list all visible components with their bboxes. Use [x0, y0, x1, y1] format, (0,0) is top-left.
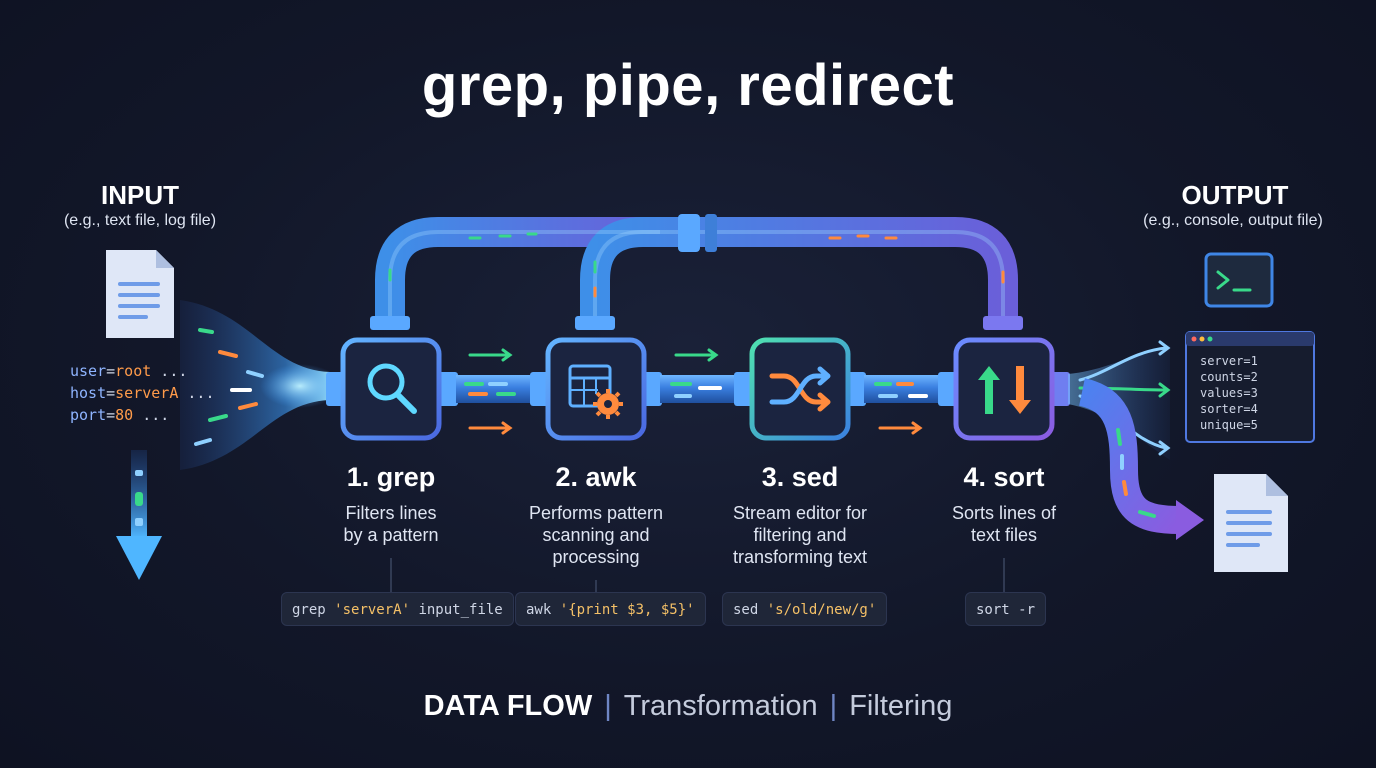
desc-line: Performs pattern	[528, 503, 664, 523]
footer-legend: DATA FLOW | Transformation | Filtering	[0, 690, 1376, 723]
input-value: serverA	[115, 384, 179, 402]
main-pipe	[326, 372, 1070, 406]
console-line: unique=5	[1200, 418, 1258, 432]
stage-desc-awk: Performs pattern scanning and processing	[481, 502, 711, 568]
desc-line: filtering and	[753, 525, 847, 545]
input-ellipsis: ...	[178, 384, 215, 402]
stage-title-sort: 4. sort	[963, 462, 1045, 492]
input-line: user=root ...	[70, 362, 188, 380]
flow-arrows	[468, 348, 923, 435]
cmd-text: awk	[526, 602, 560, 618]
stage-box-awk	[545, 337, 647, 441]
footer-main: DATA FLOW	[423, 690, 593, 722]
desc-line: scanning and	[542, 525, 650, 545]
shuffle-icon	[769, 366, 831, 412]
cmd-text: grep	[292, 602, 335, 618]
cmd-text: sed	[733, 602, 767, 618]
terminal-icon	[1204, 252, 1274, 308]
desc-line: transforming text	[732, 547, 868, 567]
stage-title-awk: 2. awk	[555, 462, 637, 492]
input-funnel	[180, 300, 340, 470]
input-line: host=serverA ...	[70, 384, 215, 402]
stage-title-sed: 3. sed	[761, 462, 839, 492]
input-key: port	[70, 406, 107, 424]
cmd-text: -r	[1018, 602, 1036, 618]
console-line: values=3	[1200, 386, 1258, 400]
cmd-sed: sed 's/old/new/g'	[722, 592, 888, 626]
input-title: INPUT	[101, 180, 179, 210]
cmd-string: '{print $3, $5}'	[559, 602, 695, 618]
output-file-icon	[1214, 474, 1288, 572]
page-title: grep, pipe, redirect	[421, 53, 955, 118]
cmd-sort: sort -r	[965, 592, 1047, 626]
cmd-text: sort	[976, 602, 1019, 618]
desc-line: Filters lines	[345, 503, 437, 523]
console-line: counts=2	[1200, 370, 1258, 384]
input-file-icon	[106, 250, 174, 338]
output-subtitle: (e.g., console, output file)	[1143, 212, 1323, 229]
desc-line: by a pattern	[343, 525, 439, 545]
desc-line: processing	[552, 547, 640, 567]
cmd-grep: grep 'serverA' input_file	[281, 592, 514, 626]
output-file-pipe	[1078, 378, 1204, 540]
pipe-coupling	[370, 214, 1023, 330]
console-window	[1185, 331, 1315, 443]
footer-separator: |	[829, 690, 838, 722]
input-ellipsis: ...	[133, 406, 170, 424]
input-value: 80	[115, 406, 134, 424]
output-title: OUTPUT	[1181, 180, 1289, 210]
stage-title-grep: 1. grep	[346, 462, 436, 492]
cmd-string: 'serverA'	[334, 602, 411, 618]
stage-box-sed	[749, 337, 851, 441]
input-line: port=80 ...	[70, 406, 170, 424]
footer-item: Transformation	[623, 690, 818, 722]
stage-desc-grep: Filters lines by a pattern	[276, 502, 506, 546]
desc-line: text files	[970, 525, 1038, 545]
console-line: sorter=4	[1200, 402, 1258, 416]
arc-flow-dashes	[388, 232, 1005, 298]
cmd-awk: awk '{print $3, $5}'	[515, 592, 706, 626]
pipe-flow-dashes	[464, 382, 928, 398]
sort-arrows-icon	[978, 366, 1031, 414]
stage-desc-sort: Sorts lines of text files	[889, 502, 1119, 546]
cmd-connectors	[390, 558, 1005, 594]
input-subtitle: (e.g., text file, log file)	[63, 212, 217, 229]
input-key: user	[70, 362, 107, 380]
magnifier-icon	[367, 363, 417, 414]
cmd-text: input_file	[410, 602, 503, 618]
input-key: host	[70, 384, 107, 402]
footer-separator: |	[604, 690, 612, 722]
console-line: server=1	[1200, 354, 1258, 368]
footer-item: Filtering	[849, 690, 953, 722]
input-value: root	[115, 362, 152, 380]
cmd-string: 's/old/new/g'	[766, 602, 877, 618]
stage-desc-sed: Stream editor for filtering and transfor…	[685, 502, 915, 568]
desc-line: Sorts lines of	[951, 503, 1057, 523]
desc-line: Stream editor for	[732, 503, 868, 523]
input-down-arrow	[116, 450, 162, 580]
stage-box-sort	[953, 337, 1055, 441]
table-gear-icon	[568, 364, 623, 419]
stage-box-grep	[340, 337, 442, 441]
input-ellipsis: ...	[151, 362, 188, 380]
